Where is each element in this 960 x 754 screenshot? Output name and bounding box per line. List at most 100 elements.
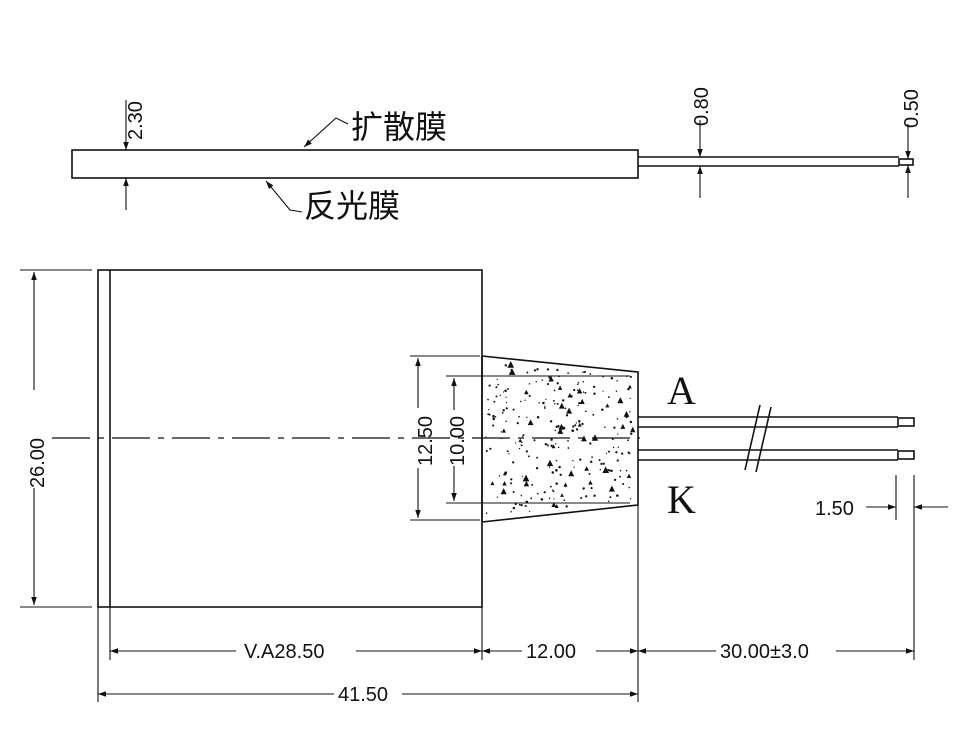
speckle-dot [518,503,521,506]
speckle-dot [582,380,585,383]
speckle-dot [559,473,562,476]
speckle-dot [577,422,582,427]
speckle-dot [610,469,613,473]
speckle-dot [557,427,564,434]
speckle-dot [563,499,566,502]
speckle-dot [617,433,619,435]
speckle-dot [583,371,586,373]
speckle-dot [629,498,632,500]
speckle-dot [602,390,604,392]
dim-total: 41.50 [98,684,638,706]
speckle-dot [619,475,622,478]
speckle-dot [543,491,546,494]
dim-wire-label: 0.80 [691,87,713,126]
dim-strip: 1.50 [815,475,948,660]
speckle-dot [510,482,513,485]
speckle-dot [485,449,488,453]
speckle-dot [556,382,559,385]
speckle-dot [523,480,530,487]
speckle-dot [608,485,615,492]
speckle-dot [538,402,541,404]
side-view: 2.30 0.80 0.50 扩散膜 反光膜 [71,87,923,225]
speckle-dot [555,469,558,472]
speckle-dot [551,489,554,491]
speckle-dot [564,407,567,409]
dim-lead-label: 30.00±3.0 [720,641,809,663]
speckle-dot [575,428,579,431]
speckle-dot [574,424,577,427]
label-diffuser: 扩散膜 [351,108,447,146]
speckle-dot [558,465,561,469]
speckle-dot [546,383,550,386]
speckle-dot [516,421,519,425]
speckle-dot [593,392,596,395]
speckle-dot [526,371,529,374]
speckle-dot [495,395,498,398]
speckle-dot [504,364,508,367]
speckle-dot [507,387,509,390]
speckle-dot [585,495,588,498]
speckle-dot [536,368,539,371]
speckle-dot [492,414,495,418]
speckle-dot [575,422,577,424]
speckle-dot [570,395,573,398]
speckle-dot [510,478,513,481]
speckle-dot [584,410,587,413]
speckle-dot [622,482,625,486]
speckle-dot [611,438,614,441]
speckle-dot [565,505,568,508]
speckle-dot [488,408,490,411]
speckle-dot [540,498,544,501]
speckle-dot [518,415,520,418]
speckle-dot [508,368,516,375]
speckle-dot [555,459,558,462]
dim-inner-label: 10.00 [447,416,469,466]
speckle-dot [627,387,630,391]
speckle-dot [580,496,583,500]
speckle-dot [607,450,611,453]
speckle-dot [504,389,507,392]
speckle-dot [581,422,584,426]
speckle-dot [535,380,538,383]
speckle-dot [512,491,515,493]
dim-inner: 10.00 [446,375,630,504]
speckle-dot [554,503,559,508]
speckle-dot [613,426,616,429]
speckle-dot [617,397,624,404]
speckle-dot [572,460,574,462]
label-reflector: 反光膜 [304,187,400,225]
speckle-dot [485,436,487,438]
speckle-dot [629,375,632,378]
speckle-dot [552,490,555,493]
speckle-dot [505,420,507,423]
speckle-dot [556,402,559,405]
speckle-dot [527,455,530,458]
speckle-dot [592,413,595,416]
dim-outer: 12.50 [410,355,480,521]
led-base-speckle [485,361,636,514]
speckle-dot [605,403,610,408]
speckle-dot [598,459,601,461]
dim-va: V.A28.50 [110,641,482,663]
speckle-dot [546,459,554,467]
speckle-dot [544,405,546,407]
speckle-dot [524,399,526,401]
speckle-dot [599,468,601,471]
speckle-dot [492,417,495,421]
dim-wire-thickness: 0.80 [691,87,713,198]
speckle-dot [558,423,565,430]
speckle-dot [501,412,504,414]
speckle-dot [528,510,531,513]
speckle-dot [548,376,551,379]
speckle-dot [566,407,573,414]
speckle-dot [505,396,507,398]
speckle-dot [496,496,499,498]
speckle-dot [549,485,552,488]
speckle-dot [528,394,531,397]
speckle-dot [487,413,490,416]
speckle-dot [630,432,633,435]
speckle-dot [525,450,529,453]
speckle-dot [498,475,501,477]
speckle-dot [522,474,530,482]
